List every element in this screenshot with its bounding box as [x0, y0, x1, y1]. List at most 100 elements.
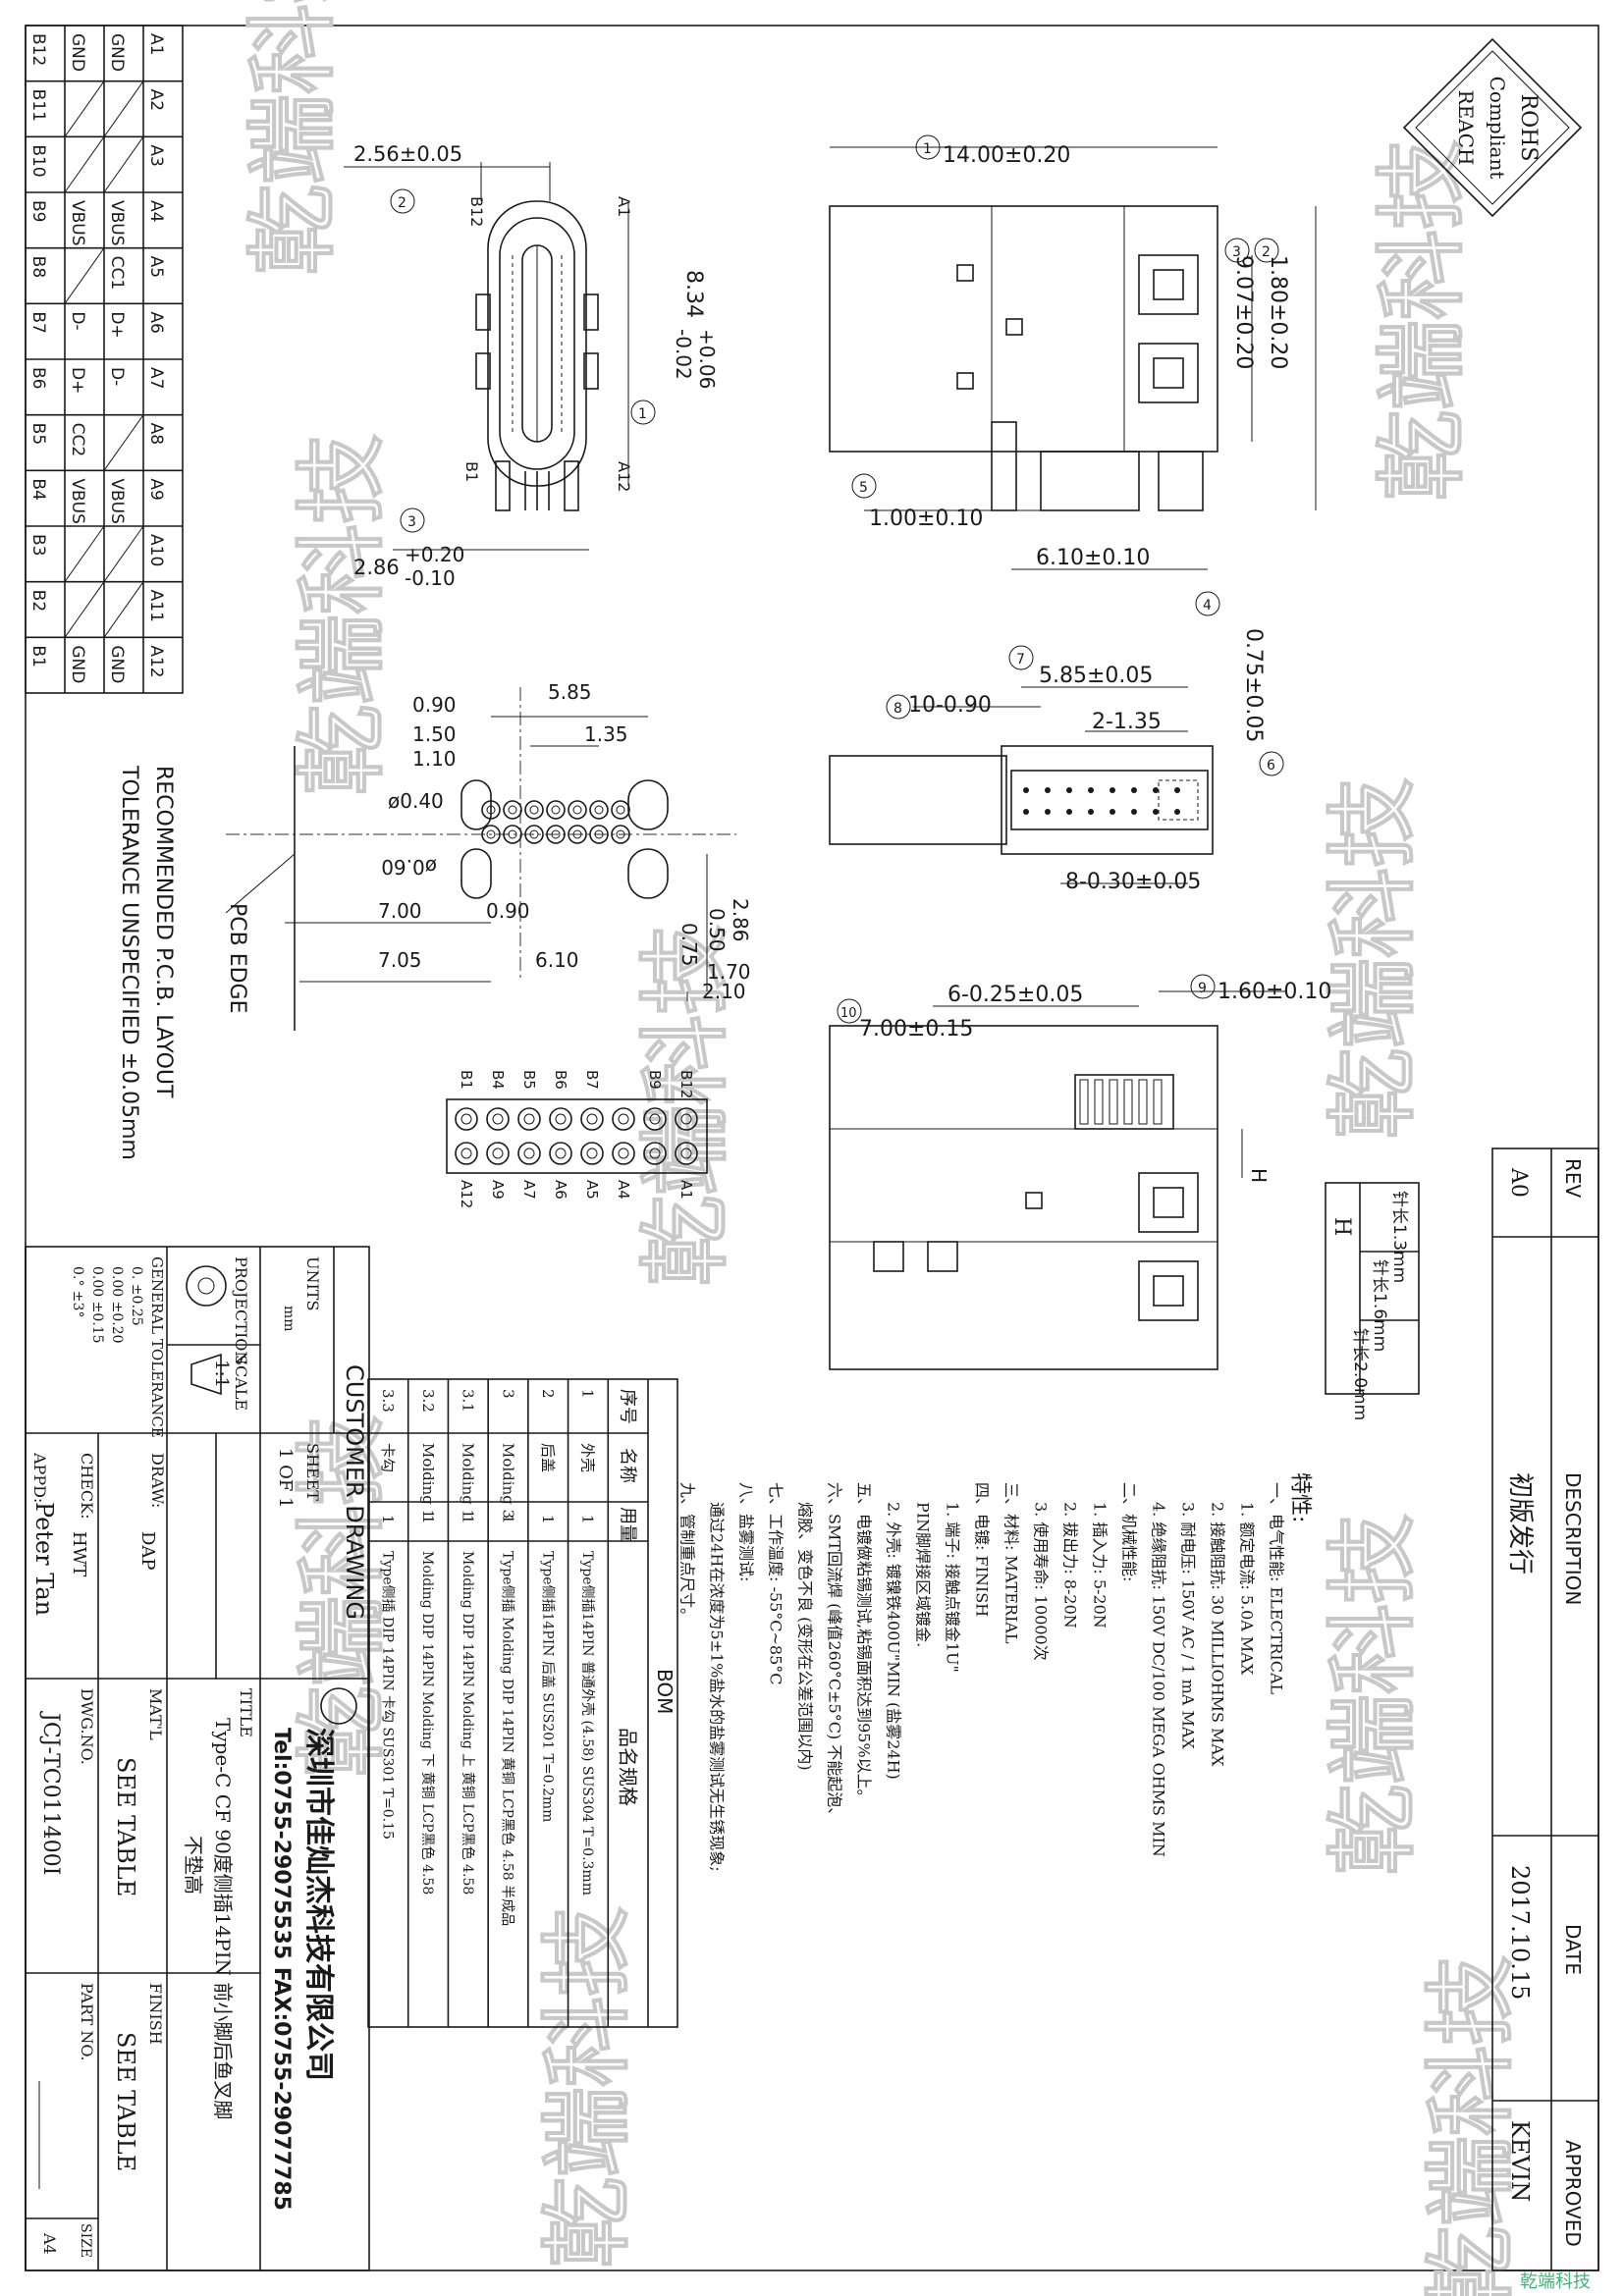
bom-header-name: 名称	[617, 1448, 637, 1483]
balloon-1-top: 1	[923, 141, 932, 157]
pin-b-label: B3	[28, 534, 48, 556]
pin-a-label: A10	[146, 534, 166, 566]
watermark-layer: 乾端科技 乾端科技 乾端科技 乾端科技 乾端科技 乾端科技 乾端科技 乾端科技 …	[240, 0, 1524, 2296]
bom-cell-qty: 1	[419, 1515, 437, 1524]
spec-title: 特性:	[1287, 1472, 1312, 1522]
title-block: CUSTOMER DRAWING UNITS mm SHEET 1 OF 1 P…	[25, 1246, 370, 2271]
bom-cell-name: 外壳	[579, 1443, 597, 1472]
pin-a-signal: D-	[107, 367, 127, 386]
balloon-8: 8	[893, 701, 902, 717]
pin-b-label: B1	[28, 645, 48, 667]
balloon-6: 6	[1267, 758, 1275, 774]
pad-bottom-label: A5	[583, 1180, 601, 1200]
front-dim-bottom: 2.86	[353, 556, 400, 579]
tb-scale-label: SCALE	[232, 1355, 250, 1411]
pcb-recommended: RECOMMENDED P.C.B. LAYOUT	[151, 766, 176, 1098]
bottom-dim-2: 1.60±0.10	[1218, 980, 1331, 1004]
pin-a-label: A9	[146, 478, 166, 500]
spec-line: 2. 拔出力: 8-20N	[1060, 1502, 1079, 1629]
bom-header-qty: 用量	[617, 1507, 637, 1542]
tb-tolerance-title: GENERAL TOLERANCE	[148, 1256, 166, 1438]
pad-top-label: B1	[458, 1070, 475, 1090]
watermark-text: 乾端科技	[241, 0, 346, 275]
pad-top-label: B12	[677, 1070, 695, 1098]
tb-check-value: HWT	[69, 1531, 89, 1576]
tb-company: 深圳市佳灿杰科技有限公司	[301, 1728, 336, 2081]
spec-line: 4. 绝缘阻抗: 150V DC/100 MEGA OHMS MIN	[1149, 1502, 1167, 1857]
tb-units-label: UNITS	[303, 1256, 322, 1310]
tb-check-label: CHECK:	[78, 1453, 96, 1519]
pin-length-table: H 针长1.3mm 针长1.6mm 针长2.0mm	[1325, 1182, 1420, 1420]
bom-cell-spec: Type侧插14PIN 普通外壳 (4.58) SUS304 T=0.3mm	[579, 1551, 596, 1896]
pin-b-label: B8	[28, 256, 48, 278]
spec-line: 熔胶、变色不良 (变形在公差范围以内)	[795, 1502, 814, 1771]
balloon-9: 9	[1198, 981, 1207, 996]
pin-b-signal: D-	[68, 311, 87, 330]
pin-a-signal: GND	[107, 33, 127, 72]
front-dim-height: 8.34	[681, 270, 706, 318]
spec-line: 2. 外壳: 镀镍铁400U"MIN (盐雾24H)	[884, 1502, 902, 1780]
badge-rohs: ROHS	[1516, 94, 1541, 162]
tb-customer-drawing: CUSTOMER DRAWING	[341, 1364, 368, 1620]
tb-part-label: PART NO.	[78, 1983, 96, 2061]
tb-finish-label: FINISH	[146, 1983, 165, 2045]
badge-reach: REACH	[1454, 90, 1478, 166]
pcb-dim-1-70: 1.70	[707, 960, 751, 984]
pcb-tolerance: TOLERANCE UNSPECIFIED ±0.05mm	[117, 765, 141, 1160]
front-label-a12: A12	[615, 461, 633, 492]
pad-bottom-label: A12	[458, 1180, 475, 1208]
tb-sheet-value: 1 OF 1	[275, 1448, 296, 1509]
bom-cell-spec: Type侧插 Molding DIP 14PIN 黄铜 LCP黑色 4.58 半…	[500, 1551, 516, 1926]
spec-line: 一、电气性能: ELECTRICAL	[1267, 1482, 1285, 1695]
pcb-dim-1-10: 1.10	[412, 747, 457, 771]
spec-line: 1. 端子: 接触点镀金1U"	[943, 1502, 961, 1673]
tb-dwg-value: JCJ-TC011400I	[38, 1711, 63, 1875]
front-dim-bottom-tol-plus: +0.20	[405, 543, 464, 566]
balloon-7: 7	[1016, 652, 1025, 667]
tb-size-value: A4	[40, 2232, 59, 2255]
balloon-2-top: 2	[1262, 244, 1271, 260]
pin-b-label: B11	[28, 89, 48, 122]
watermark-text: 乾端科技	[633, 925, 738, 1286]
tb-tolerance-line: 0.° ±3°	[70, 1266, 85, 1317]
pcb-dim-2-10: 2.10	[702, 980, 746, 1003]
top-dim-3: 1.00±0.10	[869, 507, 983, 531]
balloon-1: 1	[638, 406, 647, 422]
projection-symbol-icon	[186, 1265, 227, 1307]
spec-line: 2. 接触阻抗: 30 MILLIOHMS MAX	[1208, 1502, 1226, 1767]
tb-dwg-label: DWG.NO.	[78, 1688, 96, 1765]
pin-b-label: B2	[28, 590, 48, 612]
pcb-dim-5-85: 5.85	[548, 680, 592, 704]
spec-line: 三、材料: MATERIAL	[1001, 1482, 1020, 1644]
watermark-text: 乾端科技	[1321, 1514, 1426, 1875]
spec-line: 四、电镀: FINISH	[972, 1482, 991, 1617]
bom-cell-spec: Type侧插 DIP 14PIN 卡勾 SUS301 T=0.15	[379, 1551, 395, 1840]
rev-approved: KEVIN	[1506, 2120, 1534, 2202]
tb-title-line2: 不垫高	[182, 1836, 205, 1895]
front-dim-height-tol-plus: +0.06	[695, 329, 719, 389]
tb-draw-value: DAP	[137, 1531, 158, 1571]
watermark-corner: 乾端科技	[1520, 2271, 1591, 2292]
bom-cell-no: 1	[579, 1389, 597, 1399]
pin-b-label: B6	[28, 367, 48, 389]
pcb-dim-0-40: ø0.40	[388, 789, 444, 813]
spec-line: PIN脚焊接区域镀金.	[913, 1502, 932, 1647]
spec-line: 3. 耐电压: 150V AC / 1 mA MAX	[1178, 1502, 1197, 1749]
pad-top-label: B6	[552, 1070, 569, 1090]
pin-table: A1A2A3A4A5A6A7A8A9A10A11A12GNDVBUSCC1D+D…	[25, 25, 184, 694]
bom-cell-no: 3	[499, 1389, 516, 1399]
pcb-dim-2-86: 2.86	[729, 898, 752, 942]
bom-title: BOM	[653, 1669, 677, 1714]
pad-top-label: B4	[489, 1070, 507, 1090]
rev-header-rev: REV	[1561, 1158, 1585, 1199]
tb-appd-value: Peter Tan	[30, 1502, 58, 1616]
tb-title-label: TITLE	[237, 1688, 255, 1737]
balloon-4: 4	[1203, 598, 1212, 614]
watermark-text: 乾端科技	[1419, 1955, 1524, 2296]
pin-a-label: A11	[146, 590, 166, 622]
bottom-h-label: H	[1247, 1168, 1271, 1183]
pin-b-label: B4	[28, 478, 48, 500]
bom-cell-name: 卡勾	[379, 1443, 397, 1472]
